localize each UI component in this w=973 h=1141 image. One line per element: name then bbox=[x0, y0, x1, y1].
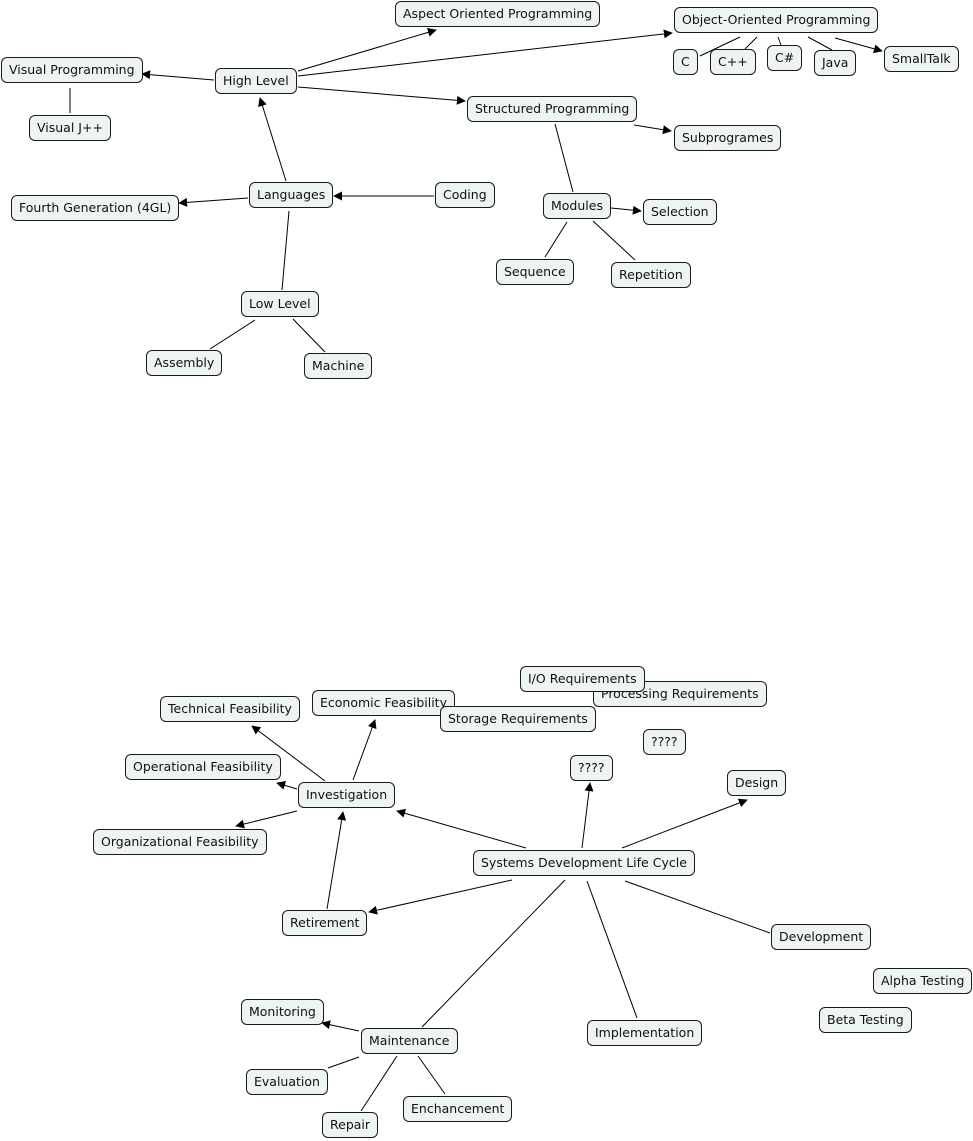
node-languages[interactable]: Languages bbox=[249, 182, 334, 208]
node-coding[interactable]: Coding bbox=[435, 182, 495, 208]
link-oop-csharp bbox=[777, 36, 782, 46]
node-assembly[interactable]: Assembly bbox=[146, 350, 223, 376]
node-design[interactable]: Design bbox=[727, 770, 787, 796]
node-high-level[interactable]: High Level bbox=[215, 68, 297, 94]
link-maintenance-monitoring bbox=[321, 1020, 360, 1032]
node-unknown-2[interactable]: ???? bbox=[643, 729, 686, 755]
link-highlevel-aspect bbox=[297, 27, 437, 72]
node-monitoring[interactable]: Monitoring bbox=[241, 999, 324, 1025]
link-languages-highlevel bbox=[258, 97, 287, 182]
node-repair[interactable]: Repair bbox=[322, 1112, 379, 1138]
node-organizational-feasibility[interactable]: Organizational Feasibility bbox=[93, 829, 267, 855]
link-investigation-economic bbox=[352, 719, 377, 781]
node-aspect-oriented-programming[interactable]: Aspect Oriented Programming bbox=[395, 1, 601, 27]
node-structured-programming[interactable]: Structured Programming bbox=[467, 96, 638, 122]
node-implementation[interactable]: Implementation bbox=[587, 1020, 703, 1046]
link-sdlc-retirement bbox=[368, 879, 513, 915]
link-investigation-organizational bbox=[235, 810, 298, 829]
node-fourth-generation[interactable]: Fourth Generation (4GL) bbox=[11, 195, 180, 221]
node-evaluation[interactable]: Evaluation bbox=[246, 1069, 328, 1095]
node-beta-testing[interactable]: Beta Testing bbox=[819, 1007, 912, 1033]
node-technical-feasibility[interactable]: Technical Feasibility bbox=[160, 696, 300, 722]
link-modules-repetition bbox=[592, 220, 636, 261]
node-machine[interactable]: Machine bbox=[304, 353, 373, 379]
node-selection[interactable]: Selection bbox=[643, 199, 717, 225]
link-languages-4gl bbox=[178, 197, 249, 207]
node-repetition[interactable]: Repetition bbox=[611, 262, 691, 288]
link-oop-cpp bbox=[744, 36, 758, 50]
node-operational-feasibility[interactable]: Operational Feasibility bbox=[125, 754, 281, 780]
link-highlevel-visual bbox=[141, 70, 215, 81]
link-lowlevel-assembly bbox=[209, 319, 256, 350]
node-cpp[interactable]: C++ bbox=[710, 49, 756, 75]
link-investigation-technical bbox=[251, 725, 326, 782]
node-sequence[interactable]: Sequence bbox=[496, 259, 574, 285]
node-economic-feasibility[interactable]: Economic Feasibility bbox=[312, 690, 455, 716]
link-highlevel-structured bbox=[297, 86, 466, 105]
node-systems-development-life-cycle[interactable]: Systems Development Life Cycle bbox=[473, 850, 695, 876]
node-subprogrames[interactable]: Subprogrames bbox=[674, 125, 782, 151]
node-low-level[interactable]: Low Level bbox=[241, 291, 319, 317]
node-development[interactable]: Development bbox=[771, 924, 872, 950]
link-oop-java bbox=[807, 36, 833, 51]
link-investigation-operational bbox=[276, 781, 298, 790]
link-maintenance-enchancement bbox=[417, 1055, 446, 1095]
link-sdlc-maintenance bbox=[421, 879, 566, 1028]
link-oop-smalltalk bbox=[834, 37, 883, 54]
node-c[interactable]: C bbox=[673, 49, 698, 75]
link-structured-modules bbox=[554, 123, 574, 193]
node-retirement[interactable]: Retirement bbox=[282, 910, 368, 936]
node-csharp[interactable]: C# bbox=[767, 45, 803, 71]
link-maintenance-repair bbox=[360, 1055, 398, 1112]
link-modules-selection bbox=[610, 205, 642, 215]
node-investigation[interactable]: Investigation bbox=[298, 782, 396, 808]
link-maintenance-evaluation bbox=[327, 1056, 360, 1069]
link-languages-lowlevel bbox=[281, 210, 290, 291]
node-io-requirements[interactable]: I/O Requirements bbox=[520, 666, 645, 692]
link-sdlc-development bbox=[624, 880, 771, 934]
node-enchancement[interactable]: Enchancement bbox=[403, 1096, 513, 1122]
link-structured-subprogrames bbox=[633, 124, 672, 135]
link-retirement-investigation bbox=[326, 811, 347, 910]
link-sdlc-implementation bbox=[586, 880, 638, 1019]
link-sdlc-investigation bbox=[396, 808, 527, 849]
node-visual-jpp[interactable]: Visual J++ bbox=[29, 115, 111, 141]
node-visual-programming[interactable]: Visual Programming bbox=[1, 57, 143, 83]
node-storage-requirements[interactable]: Storage Requirements bbox=[440, 706, 596, 732]
node-alpha-testing[interactable]: Alpha Testing bbox=[873, 968, 973, 994]
link-oop-c bbox=[699, 36, 741, 57]
node-java[interactable]: Java bbox=[814, 50, 857, 76]
node-object-oriented-programming[interactable]: Object-Oriented Programming bbox=[674, 7, 879, 33]
node-maintenance[interactable]: Maintenance bbox=[361, 1028, 458, 1054]
link-modules-sequence bbox=[544, 221, 568, 258]
link-lowlevel-machine bbox=[292, 318, 326, 353]
node-smalltalk[interactable]: SmallTalk bbox=[884, 46, 959, 72]
node-unknown-1[interactable]: ???? bbox=[570, 755, 613, 781]
link-sdlc-design bbox=[621, 798, 748, 849]
node-modules[interactable]: Modules bbox=[543, 193, 611, 219]
link-highlevel-oop bbox=[297, 29, 673, 77]
link-sdlc-unknown1 bbox=[581, 782, 594, 849]
